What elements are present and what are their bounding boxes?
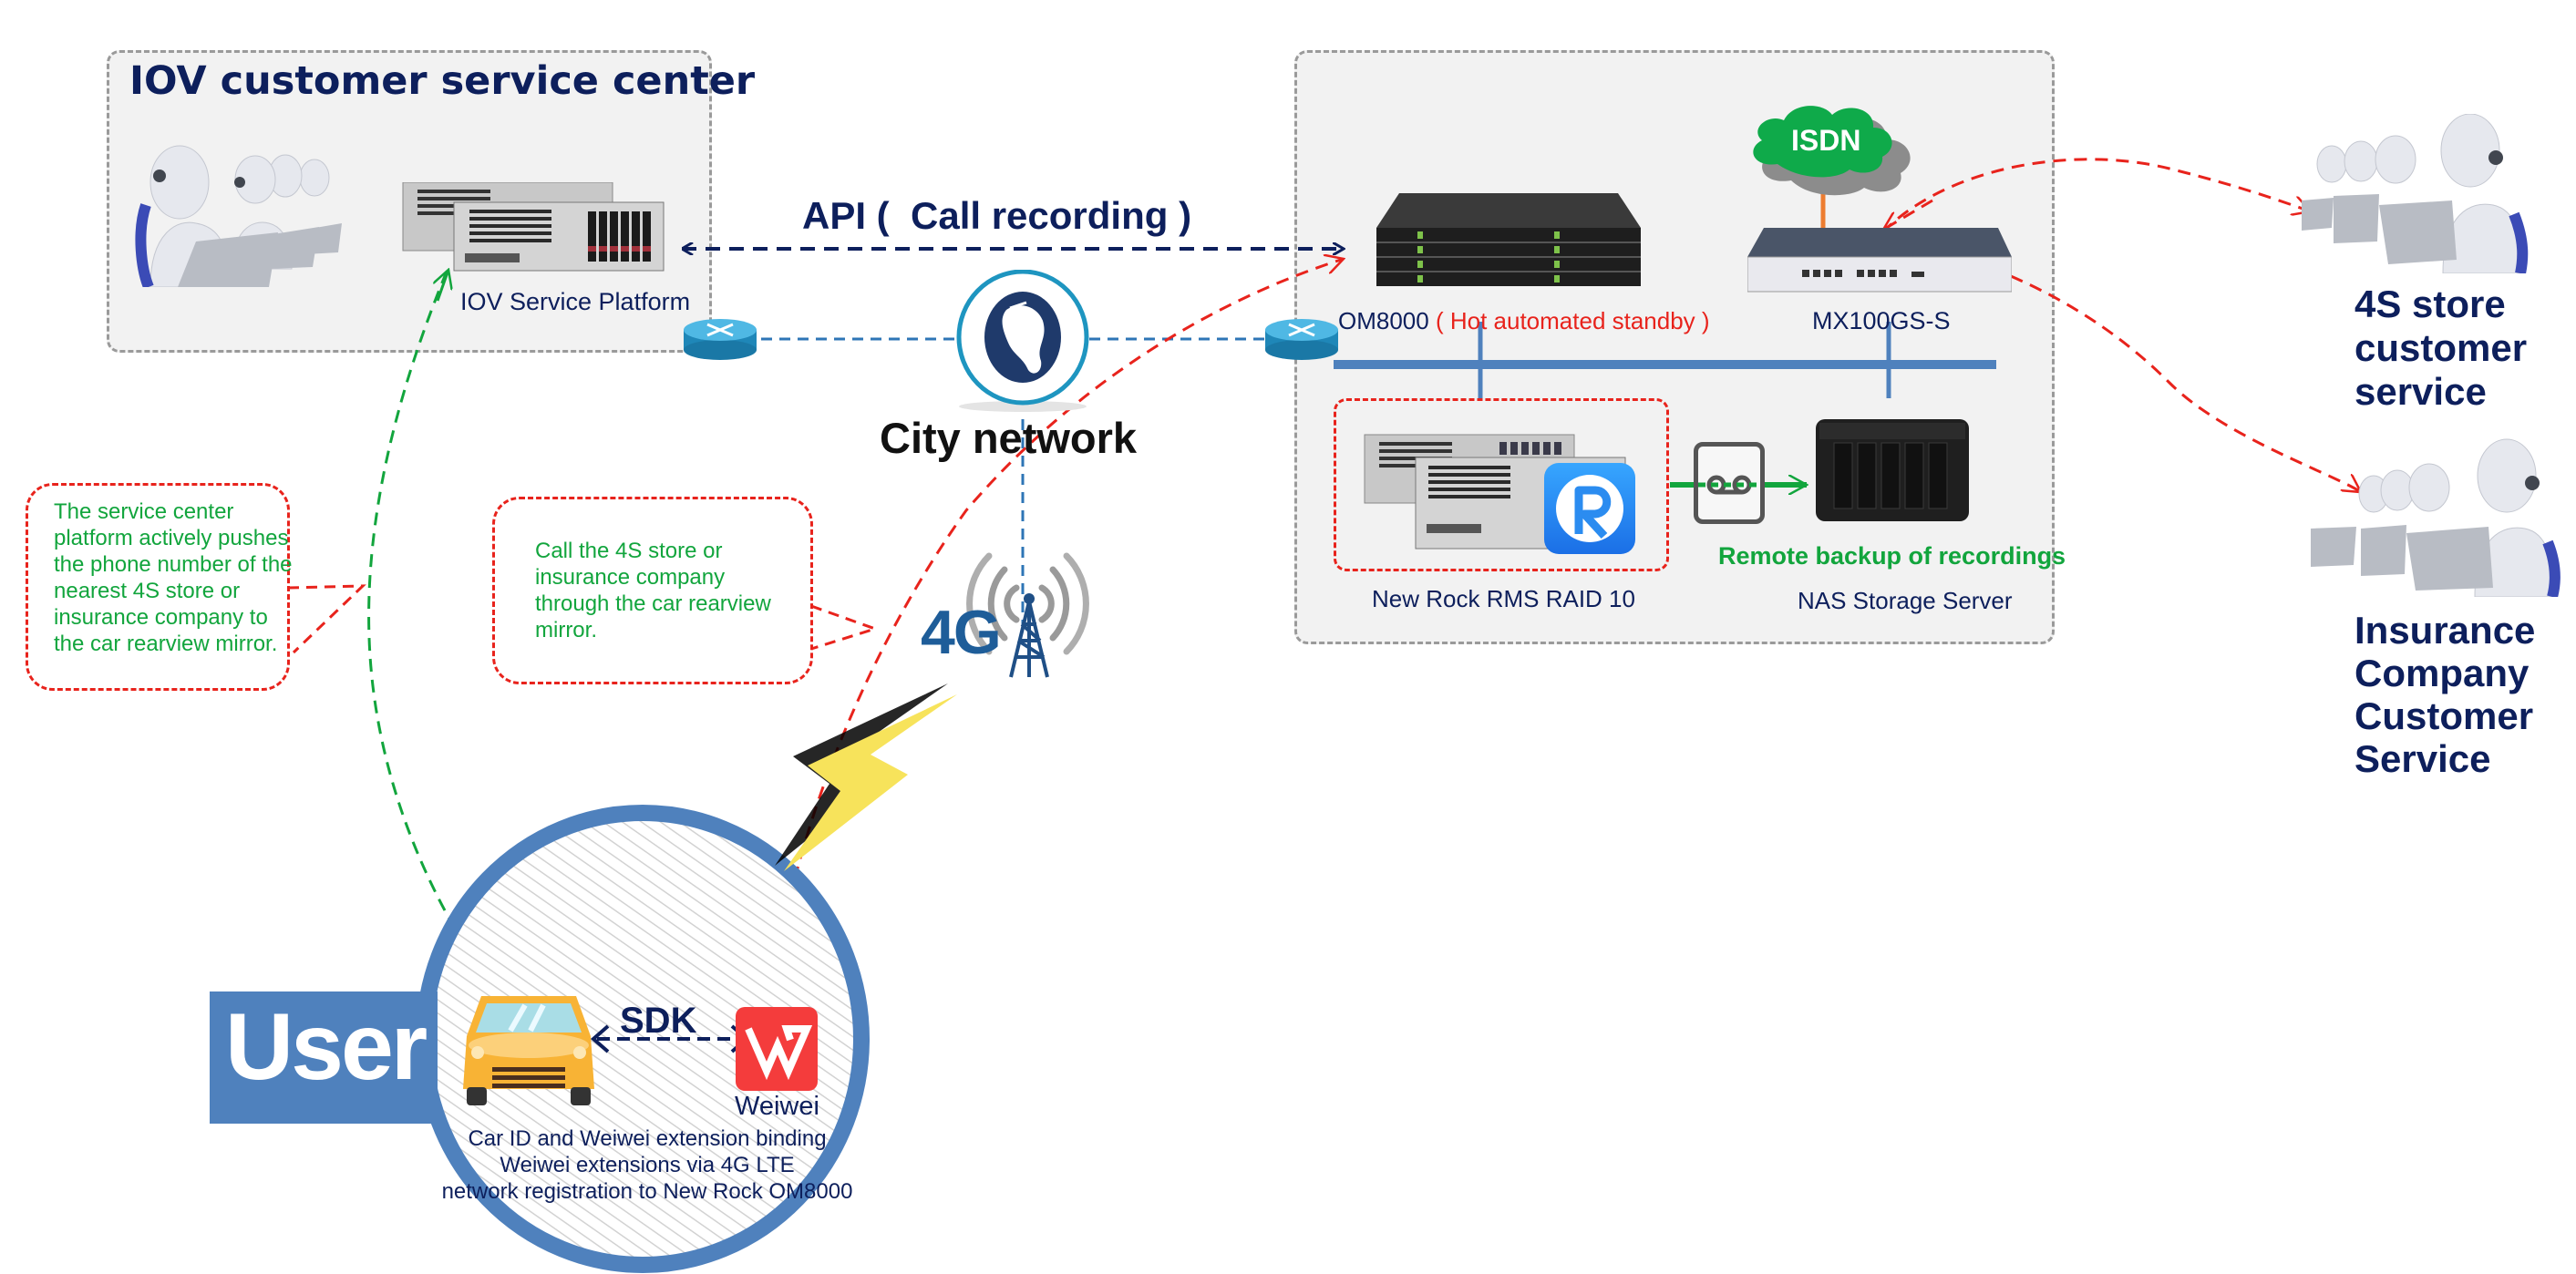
car-icon: [463, 996, 594, 1105]
user-banner: [210, 991, 438, 1124]
store-label-line: service: [2354, 370, 2487, 413]
agents-illustration-iov: [123, 132, 360, 290]
nas-device: [1816, 419, 1969, 521]
iov-service-platform-servers: [401, 181, 670, 273]
om8000-label: OM8000 ( Hot automated standby ): [1338, 307, 1710, 335]
router-right: [1263, 317, 1340, 361]
router-left: [682, 317, 758, 361]
callout-call-via-mirror: Call the 4S store or insurance company t…: [492, 497, 813, 684]
headset-agent-icon: [135, 145, 342, 290]
callout-push-text: The service center platform actively pus…: [54, 499, 293, 656]
cell-tower-icon: [966, 552, 1089, 678]
callout-call-tail: [810, 604, 880, 651]
user-description: Car ID and Weiwei extension binding Weiw…: [428, 1125, 866, 1205]
api-call-recording-label: API ( Call recording ): [802, 194, 1192, 237]
callout-push-tail: [287, 584, 366, 654]
isdn-label: ISDN: [1791, 124, 1861, 157]
user-desc-line: network registration to New Rock OM8000: [441, 1179, 853, 1204]
store-label-line: customer: [2354, 326, 2528, 369]
push-arrow-into-platform: [438, 270, 448, 302]
push-path-platform-car: [367, 271, 503, 1002]
agents-illustration-insurance: [2306, 437, 2561, 599]
iov-center-title: IOV customer service center: [129, 58, 756, 104]
backup-tape-icon: [1694, 442, 1765, 524]
wireless-lightning: [766, 683, 966, 879]
globe-icon: [956, 269, 1089, 412]
user-desc-line: Car ID and Weiwei extension binding: [468, 1126, 827, 1151]
mx100gs-device: [1747, 228, 2013, 293]
tower-4g: [916, 551, 1098, 688]
car-icon-wrap: [456, 989, 602, 1107]
iov-platform-label: IOV Service Platform: [460, 288, 691, 315]
nas-label: NAS Storage Server: [1798, 587, 2013, 614]
tower-4g-label: 4G: [921, 598, 1002, 667]
weiwei-label: Weiwei: [735, 1092, 819, 1121]
rms-label: New Rock RMS RAID 10: [1372, 585, 1635, 612]
insurance-label-line: Insurance: [2354, 609, 2536, 652]
callout-call-text: Call the 4S store or insurance company t…: [535, 539, 771, 642]
store-label-line: 4S store: [2354, 283, 2506, 325]
rms-app-icon: [1544, 463, 1635, 554]
router-icon: [684, 319, 757, 360]
voip-gateway-icon: [1376, 193, 1641, 286]
store-label: 4S store customer service: [2354, 283, 2527, 414]
lightning-icon: [775, 683, 957, 871]
gateway-box-icon: [1747, 228, 2013, 293]
call-path-mx-store: [1880, 158, 2311, 234]
agents-illustration-4s: [2297, 113, 2534, 275]
insurance-label-line: Customer: [2354, 694, 2534, 737]
rms-logo-icon: [1556, 475, 1623, 542]
insurance-label: Insurance Company Customer Service: [2354, 609, 2535, 780]
user-label: User: [225, 994, 428, 1100]
voicemail-icon: [1698, 475, 1760, 495]
nas-storage-icon: [1816, 419, 1969, 521]
cloud-icon: [1753, 106, 1911, 196]
callout-push-number: The service center platform actively pus…: [26, 483, 293, 691]
city-network-label: City network: [880, 414, 1138, 462]
backup-label: Remote backup of recordings: [1718, 542, 2066, 570]
mx100gs-label: MX100GS-S: [1812, 307, 1951, 334]
user-desc-line: Weiwei extensions via 4G LTE: [500, 1153, 795, 1177]
sdk-label: SDK: [620, 1001, 697, 1041]
rms-group-box: [1334, 398, 1669, 571]
weiwei-logo-icon: [745, 1025, 813, 1081]
om8000-name: OM8000: [1338, 307, 1429, 334]
isdn-cloud: ISDN: [1736, 98, 1937, 199]
rack-server-icon: [402, 181, 665, 272]
call-arrow-into-mx: [1883, 199, 1933, 230]
headset-agent-icon: [2302, 113, 2529, 275]
router-icon: [1265, 319, 1338, 360]
weiwei-app-icon[interactable]: [736, 1007, 818, 1091]
om8000-device: [1372, 193, 1645, 289]
insurance-label-line: Company: [2354, 652, 2530, 694]
om8000-standby-note: ( Hot automated standby ): [1435, 307, 1710, 334]
headset-agent-icon: [2311, 438, 2561, 599]
city-network-globe: [953, 269, 1092, 416]
insurance-label-line: Service: [2354, 737, 2491, 780]
